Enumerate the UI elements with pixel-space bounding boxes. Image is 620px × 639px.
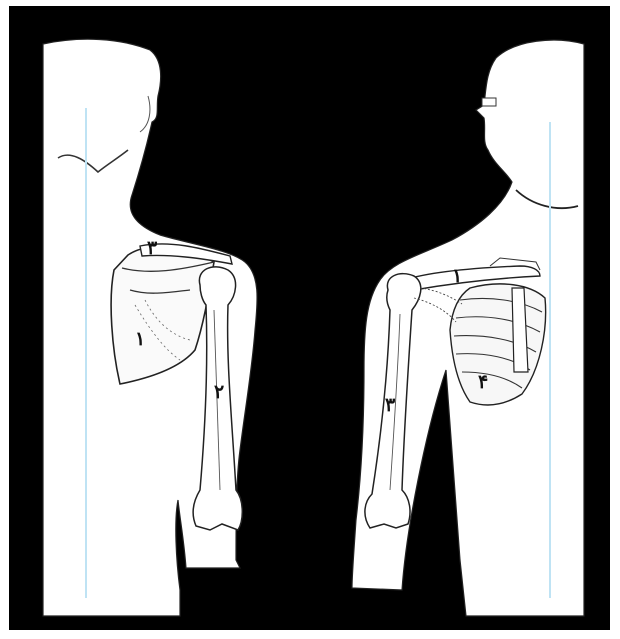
- label-back-humerus: ۲: [214, 383, 224, 402]
- label-front-ribcage: ۴: [478, 373, 488, 392]
- label-front-humerus: ۳: [385, 396, 395, 415]
- label-front-clavicle: ۱: [452, 267, 462, 286]
- right-face-block: [482, 98, 496, 106]
- label-back-scapula: ۱: [135, 330, 145, 349]
- label-back-clavicle: ۳: [147, 239, 157, 258]
